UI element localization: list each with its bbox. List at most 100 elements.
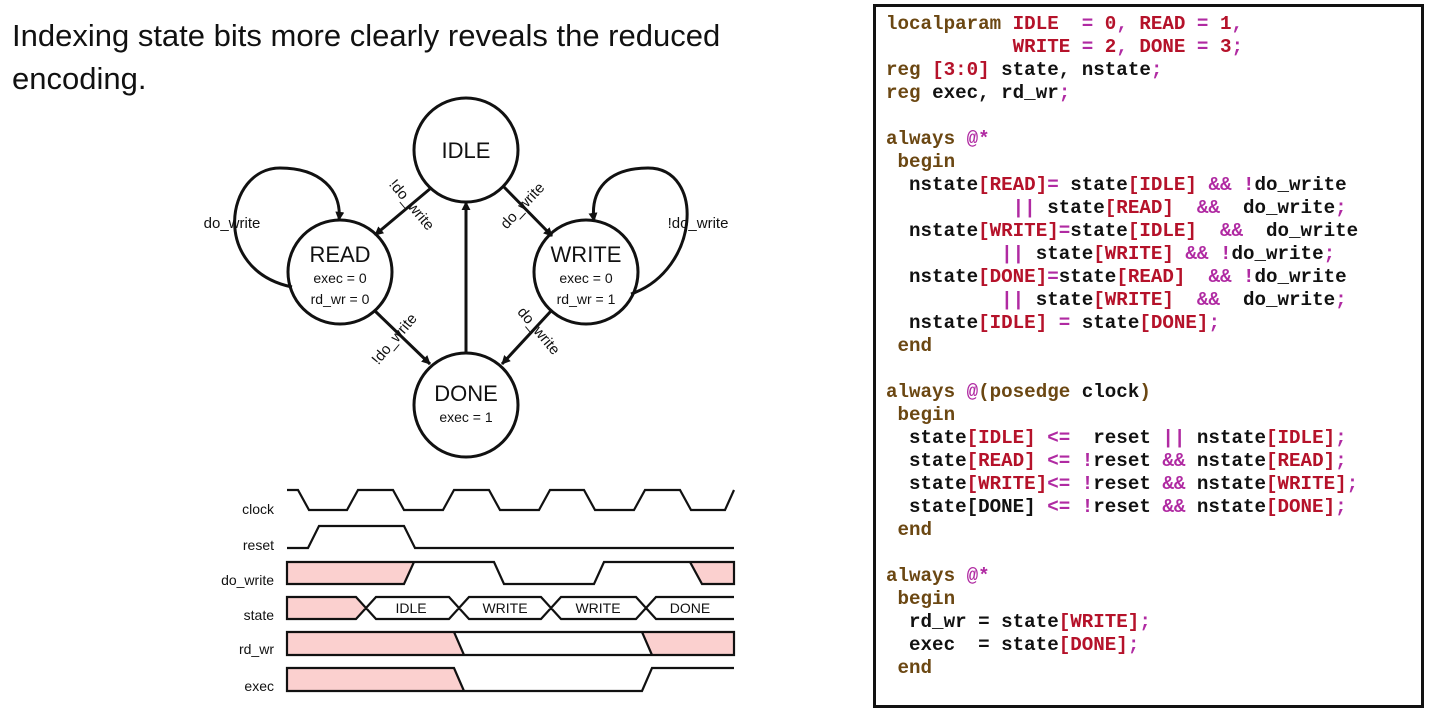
- code-token: =: [1058, 312, 1071, 334]
- code-line: || state[WRITE] && do_write;: [886, 289, 1358, 312]
- signal-label-rd-wr: rd_wr: [239, 641, 274, 657]
- state-read-name: READ: [309, 242, 370, 267]
- do-write-unknown-end: [690, 562, 734, 584]
- code-token: state: [886, 450, 967, 472]
- code-token: &&: [1196, 289, 1220, 311]
- code-token: (posedge: [978, 381, 1082, 403]
- code-token: &&: [1219, 220, 1243, 242]
- do-write-wave: [285, 560, 736, 586]
- code-token: state: [1024, 243, 1094, 265]
- idle-to-write-arrow: [502, 185, 554, 238]
- code-token: ;: [1058, 82, 1071, 104]
- code-line: [886, 542, 1358, 565]
- state-value-2: WRITE: [482, 600, 527, 616]
- code-line: always @(posedge clock): [886, 381, 1358, 404]
- state-read-output-exec: exec = 0: [313, 270, 367, 286]
- read-self-loop-arrow: [233, 166, 345, 289]
- code-token: ;: [1335, 289, 1347, 311]
- code-token: [1128, 13, 1140, 35]
- code-token: reg: [886, 59, 933, 81]
- code-token: state: [1070, 312, 1140, 334]
- code-token: reset: [1070, 427, 1163, 449]
- signal-label-do-write: do_write: [221, 572, 274, 588]
- code-token: [886, 36, 1013, 58]
- code-token: !: [1242, 174, 1255, 196]
- code-line: end: [886, 335, 1358, 358]
- code-line: begin: [886, 151, 1358, 174]
- code-token: state: [1058, 266, 1117, 288]
- code-token: [DONE]: [1266, 496, 1336, 518]
- code-line: always @*: [886, 565, 1358, 588]
- code-token: READ: [1139, 13, 1186, 35]
- code-token: [1174, 197, 1197, 219]
- signal-label-state: state: [244, 607, 275, 623]
- code-token: [1059, 13, 1082, 35]
- code-token: ;: [1335, 197, 1347, 219]
- code-token: [1036, 427, 1048, 449]
- signal-label-reset: reset: [243, 537, 274, 553]
- state-value-1: IDLE: [395, 600, 426, 616]
- code-token: always: [886, 565, 967, 587]
- code-token: reset: [1093, 450, 1163, 472]
- state-value-4: DONE: [670, 600, 710, 616]
- code-token: [886, 197, 1013, 219]
- code-token: ): [1139, 381, 1151, 403]
- code-token: [1231, 266, 1243, 288]
- code-token: [1185, 13, 1197, 35]
- code-token: ;: [1323, 243, 1336, 265]
- label-read-self: do_write: [204, 215, 261, 232]
- code-token: reset: [1093, 496, 1163, 518]
- code-token: [1174, 289, 1197, 311]
- verilog-code-panel: localparam IDLE = 0, READ = 1, WRITE = 2…: [873, 4, 1424, 708]
- code-token: do_write: [1254, 266, 1347, 288]
- code-token: 2: [1104, 36, 1117, 58]
- code-line: || state[READ] && do_write;: [886, 197, 1358, 220]
- idle-to-read-arrow: [374, 186, 432, 237]
- code-token: [IDLE]: [1127, 174, 1197, 196]
- code-token: [1093, 36, 1105, 58]
- code-token: ;: [1335, 450, 1347, 472]
- code-token: ||: [1162, 427, 1186, 449]
- write-to-done-arrow: [500, 309, 553, 366]
- code-token: [READ]: [1116, 266, 1186, 288]
- code-token: =: [1081, 13, 1094, 35]
- code-token: =: [1047, 174, 1059, 196]
- unknown-regions: [287, 562, 734, 691]
- state-value-labels: IDLE WRITE WRITE DONE: [395, 600, 710, 616]
- code-token: WRITE: [1012, 36, 1071, 58]
- code-token: [1047, 312, 1059, 334]
- code-token: nstate: [886, 220, 979, 242]
- code-token: &&: [1162, 450, 1186, 472]
- code-line: [886, 105, 1358, 128]
- label-read-to-done: !do_write: [368, 310, 420, 368]
- state-read-output-rdwr: rd_wr = 0: [311, 291, 370, 307]
- code-token: [1197, 174, 1209, 196]
- code-token: ;: [1335, 427, 1347, 449]
- code-token: [1128, 36, 1140, 58]
- code-token: [IDLE]: [1266, 427, 1336, 449]
- code-token: ;: [1335, 496, 1347, 518]
- code-token: [1070, 473, 1082, 495]
- code-token: ||: [1001, 289, 1025, 311]
- code-token: ;: [1127, 634, 1140, 656]
- state-wave: [285, 595, 734, 621]
- code-line: exec = state[DONE];: [886, 634, 1358, 657]
- code-token: [1174, 243, 1186, 265]
- code-token: [READ]: [1266, 450, 1336, 472]
- code-token: begin: [886, 404, 956, 426]
- code-token: =: [1196, 36, 1209, 58]
- code-line: end: [886, 519, 1358, 542]
- code-token: end: [886, 657, 933, 679]
- code-token: [1070, 36, 1082, 58]
- code-token: reg: [886, 82, 933, 104]
- code-line: rd_wr = state[WRITE];: [886, 611, 1358, 634]
- code-token: state: [1070, 220, 1128, 242]
- code-token: [3:0]: [932, 59, 990, 81]
- code-token: [1208, 243, 1220, 265]
- code-token: !: [1242, 266, 1255, 288]
- code-token: ,: [1116, 13, 1128, 35]
- code-token: [1036, 450, 1048, 472]
- code-token: [DONE]: [978, 266, 1048, 288]
- waveform-lines: [285, 488, 736, 693]
- code-token: &&: [1162, 473, 1186, 495]
